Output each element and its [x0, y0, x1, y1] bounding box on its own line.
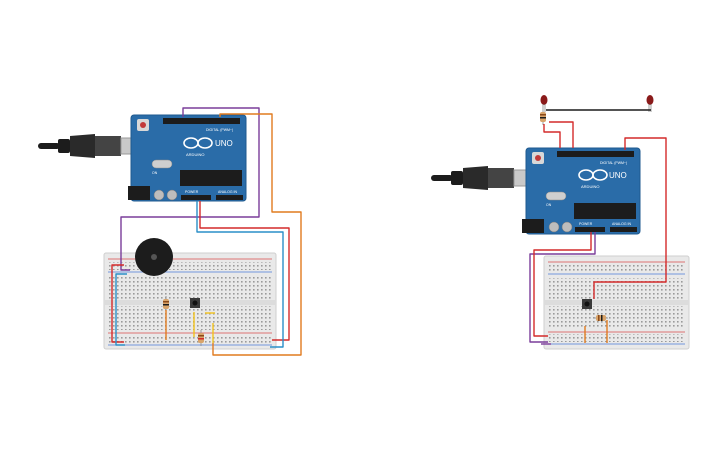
wires — [529, 109, 667, 345]
wire-purple[interactable] — [529, 232, 596, 343]
wire-orange[interactable] — [212, 113, 302, 356]
on-label: ON — [546, 203, 552, 207]
digital-label: DIGITAL (PWM~) — [206, 128, 233, 132]
breadboard[interactable] — [103, 252, 277, 350]
analog-header[interactable] — [216, 195, 243, 200]
resistor[interactable] — [540, 111, 546, 125]
digital-header[interactable] — [163, 118, 240, 124]
analog-header[interactable] — [610, 227, 637, 232]
board-model-label: UNO — [215, 139, 233, 148]
board-brand-label: ARDUINO — [581, 184, 599, 189]
atmega-chip — [574, 203, 636, 219]
on-label: ON — [152, 171, 158, 175]
digital-header[interactable] — [557, 151, 634, 157]
power-label: POWER — [185, 190, 199, 194]
right-circuit: UNO ARDUINO DIGITAL (PWM~) POWER ANALOG … — [431, 95, 690, 350]
arduino-uno-board[interactable]: UNO ARDUINO DIGITAL (PWM~) POWER ANALOG … — [128, 114, 247, 202]
wire-blue-rail[interactable] — [115, 273, 127, 346]
analog-label: ANALOG IN — [612, 222, 632, 226]
wire-purple[interactable] — [120, 107, 260, 271]
wire-red-led[interactable] — [543, 124, 561, 148]
wire-red-long[interactable] — [593, 137, 667, 299]
pushbutton[interactable] — [190, 298, 200, 308]
wires — [111, 107, 302, 356]
analog-label: ANALOG IN — [218, 190, 238, 194]
arduino-logo-icon — [578, 169, 608, 181]
pushbutton[interactable] — [582, 299, 592, 309]
digital-label: DIGITAL (PWM~) — [600, 161, 627, 165]
resistor[interactable] — [163, 296, 169, 312]
power-jack — [522, 219, 544, 233]
left-circuit: UNO ARDUINO DIGITAL (PWM~) POWER ANALOG … — [38, 107, 302, 356]
wire-blue[interactable] — [196, 201, 284, 348]
wire-red-led-2[interactable] — [549, 121, 574, 148]
wire-red-rail[interactable] — [111, 264, 124, 343]
power-header[interactable] — [181, 195, 211, 200]
power-label: POWER — [579, 222, 593, 226]
board-model-label: UNO — [609, 171, 627, 180]
power-jack — [128, 186, 150, 200]
usb-cable[interactable] — [431, 166, 537, 190]
power-header[interactable] — [575, 227, 605, 232]
atmega-chip — [180, 170, 242, 186]
resistor[interactable] — [198, 330, 204, 346]
board-brand-label: ARDUINO — [186, 152, 204, 157]
led[interactable] — [540, 95, 548, 112]
arduino-logo-icon — [183, 137, 213, 149]
wire-red-rail[interactable] — [533, 232, 592, 337]
resistor[interactable] — [594, 315, 608, 321]
breadboard[interactable] — [543, 255, 690, 350]
usb-cable[interactable] — [38, 134, 144, 158]
arduino-uno-board[interactable]: UNO ARDUINO DIGITAL (PWM~) POWER ANALOG … — [522, 147, 641, 235]
piezo-buzzer[interactable] — [135, 238, 173, 276]
